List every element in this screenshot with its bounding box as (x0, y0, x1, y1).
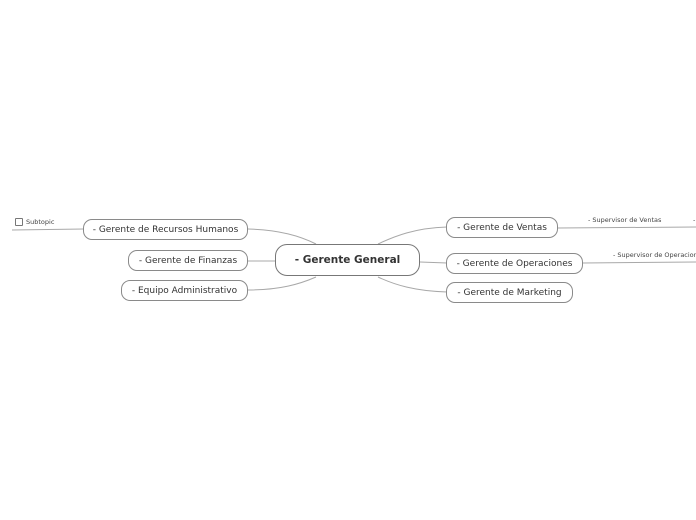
subtopic-ventas-child[interactable]: - (693, 216, 696, 224)
connector-marketing (377, 276, 448, 293)
topic-label: - Equipo Administrativo (131, 285, 238, 296)
topic-gerente-operaciones[interactable]: - Gerente de Operaciones (446, 253, 583, 274)
topic-gerente-finanzas[interactable]: - Gerente de Finanzas (128, 250, 248, 271)
checkbox-icon[interactable] (15, 218, 23, 226)
connector-supervisor-ventas (557, 226, 696, 229)
subtopic-supervisor-operaciones[interactable]: - Supervisor de Operaciones (613, 251, 696, 259)
topic-gerente-ventas[interactable]: - Gerente de Ventas (446, 217, 558, 238)
topic-gerente-recursos-humanos[interactable]: - Gerente de Recursos Humanos (83, 219, 248, 240)
subtopic-label: Subtopic (26, 218, 55, 226)
topic-label: - Gerente de Finanzas (138, 255, 238, 266)
connector-hr (247, 228, 317, 245)
connector-ventas (377, 226, 448, 245)
connector-supervisor-operaciones (582, 261, 696, 264)
topic-label: - Gerente de Operaciones (456, 258, 573, 269)
subtopic-item[interactable]: Subtopic (15, 218, 54, 226)
connector-subtopic (11, 228, 85, 231)
central-topic-label: - Gerente General (294, 254, 401, 266)
connector-operaciones (419, 261, 448, 264)
connector-admin (247, 276, 317, 291)
central-topic-gerente-general[interactable]: - Gerente General (275, 244, 420, 276)
subtopic-supervisor-ventas[interactable]: - Supervisor de Ventas (588, 216, 662, 224)
topic-gerente-marketing[interactable]: - Gerente de Marketing (446, 282, 573, 303)
topic-label: - Gerente de Recursos Humanos (92, 224, 239, 235)
topic-label: - Gerente de Marketing (457, 287, 562, 298)
topic-label: - Gerente de Ventas (457, 222, 547, 233)
topic-equipo-administrativo[interactable]: - Equipo Administrativo (121, 280, 248, 301)
